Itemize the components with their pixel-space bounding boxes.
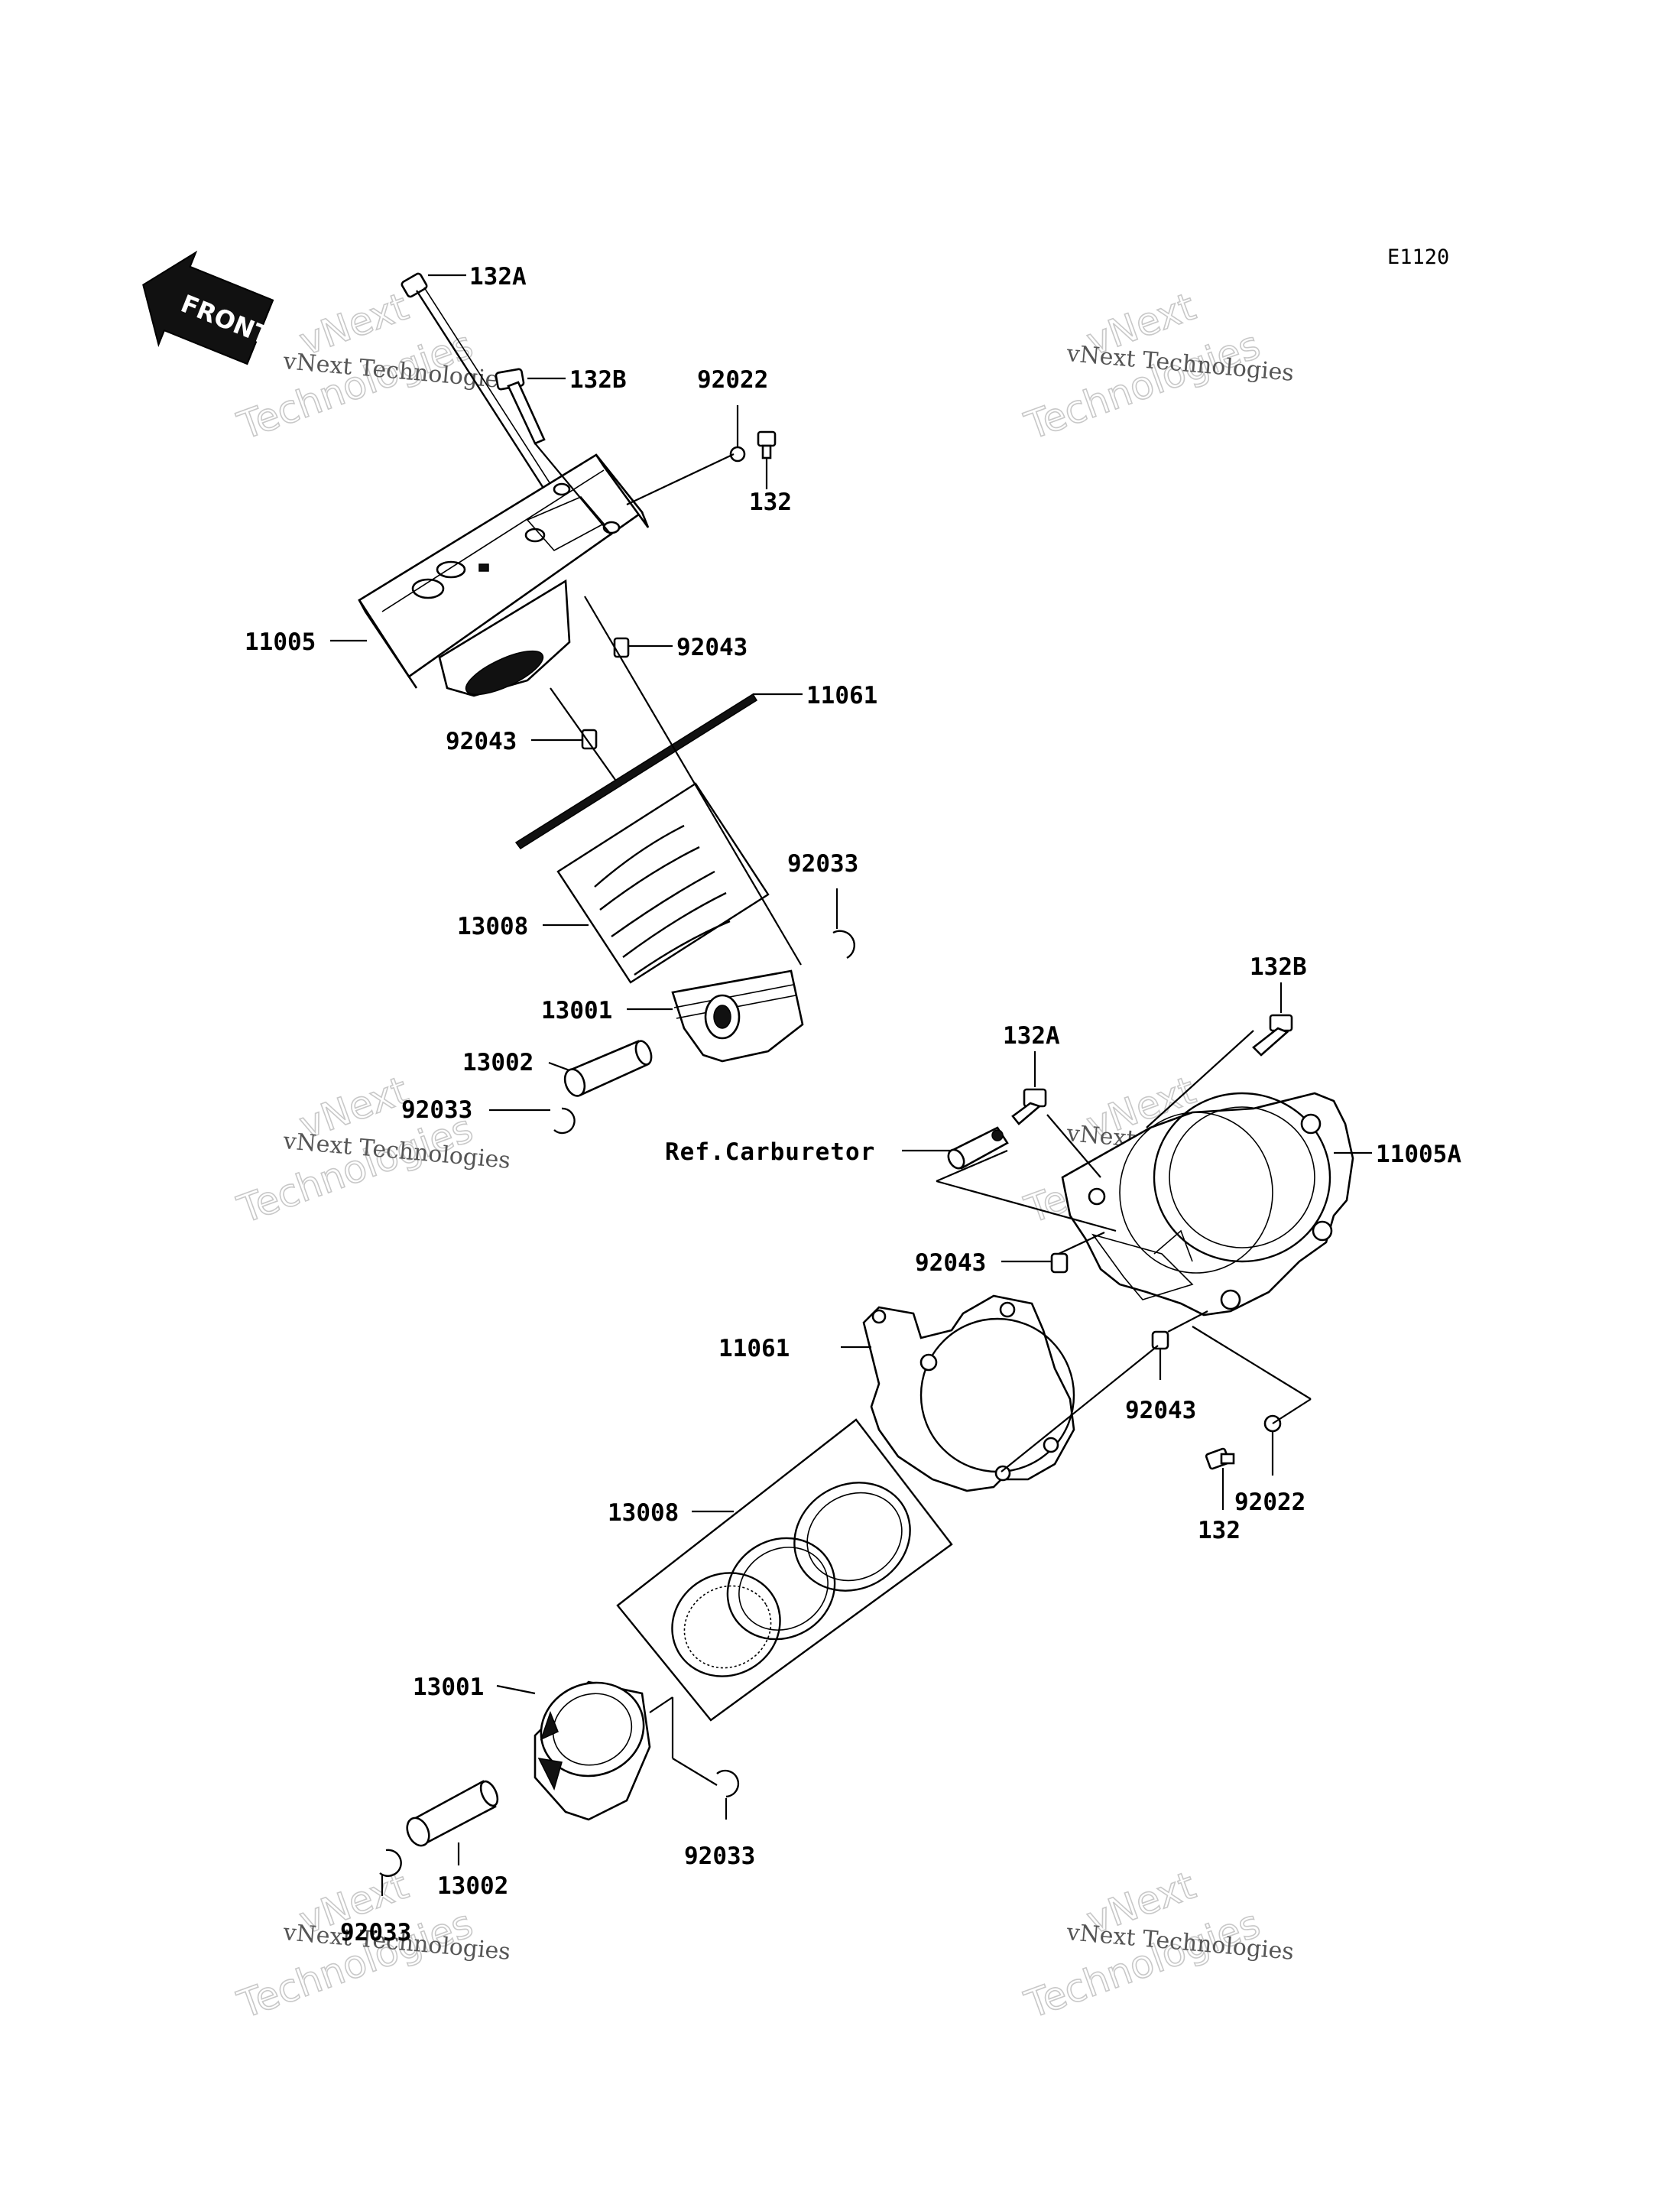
label-132a-top: 132A (469, 263, 527, 291)
cylinder-11005-icon (358, 453, 650, 697)
label-92022-top: 92022 (697, 366, 768, 394)
bolt-132-bottom-icon (1205, 1447, 1235, 1470)
label-132b-bottom: 132B (1250, 953, 1307, 981)
gasket-11061-bottom-icon (862, 1294, 1075, 1492)
circlip-92033-top-left-icon (553, 1107, 576, 1135)
label-92033-bottom-right: 92033 (684, 1842, 755, 1870)
label-92043-bottom-left: 92043 (915, 1249, 986, 1277)
leader-lines-top (330, 274, 838, 1112)
piston-13001-top-icon (671, 969, 804, 1063)
dowel-92043-bottom-right-icon (1151, 1330, 1169, 1350)
label-13001-top: 13001 (541, 997, 612, 1024)
pin-13002-bottom-icon (406, 1780, 499, 1847)
pin-13002-top-icon (563, 1040, 653, 1097)
label-92033-bottom-left: 92033 (340, 1919, 411, 1946)
label-132-top: 132 (749, 489, 792, 516)
circlip-92033-bottom-left-icon (379, 1849, 402, 1877)
watermark-top-left: vNext Technologies vNext Technologies (232, 284, 512, 449)
rings-13008-top-icon (556, 782, 770, 984)
cylinder-11005a-icon (1061, 1092, 1354, 1317)
bolt-132a-top-icon (401, 272, 553, 490)
bolt-132b-top-icon (495, 368, 546, 445)
bolt-132a-bottom-icon (1011, 1088, 1047, 1125)
label-ref-carburetor: Ref.Carburetor (665, 1138, 875, 1166)
gasket-11061-top-icon (514, 693, 758, 850)
label-11061-bottom: 11061 (718, 1335, 790, 1362)
bolt-132-top-icon (757, 430, 777, 459)
leader-lines-bottom (381, 982, 1372, 1896)
label-13008-bottom: 13008 (608, 1499, 679, 1527)
label-11061-top: 11061 (806, 682, 877, 709)
label-13002-top: 13002 (462, 1049, 534, 1076)
diagram-code: E1120 (1387, 245, 1449, 269)
label-92022-bottom: 92022 (1234, 1489, 1305, 1516)
piston-13001-bottom-icon (534, 1680, 651, 1821)
label-132-bottom: 132 (1198, 1517, 1241, 1544)
rings-13008-bottom-icon (616, 1418, 953, 1722)
label-13001-bottom: 13001 (413, 1674, 484, 1701)
bolt-132b-bottom-icon (1252, 1014, 1293, 1057)
label-11005: 11005 (245, 628, 316, 656)
dowel-92043-top-right-icon (613, 637, 630, 658)
label-92043-top-left: 92043 (446, 728, 517, 755)
label-92043-bottom-right: 92043 (1125, 1397, 1196, 1424)
label-132a-bottom: 132A (1003, 1022, 1060, 1050)
circlip-92033-bottom-right-icon (716, 1769, 740, 1798)
label-13002-bottom: 13002 (437, 1872, 508, 1900)
label-92033-top-right: 92033 (787, 850, 858, 878)
carburetor-stud-icon (947, 1126, 1009, 1170)
label-92043-top-right: 92043 (676, 634, 748, 661)
label-92033-top-left: 92033 (401, 1096, 472, 1124)
dowel-92043-top-left-icon (581, 729, 598, 750)
label-132b-top: 132B (569, 366, 627, 394)
dowel-92043-bottom-left-icon (1050, 1252, 1069, 1274)
circlip-92033-top-right-icon (832, 930, 855, 959)
watermark-top-right: vNext Technologies vNext Technologies (1019, 284, 1296, 449)
watermark-mid-left: vNext Technologies vNext Technologies (232, 1067, 512, 1232)
label-13008-top: 13008 (457, 913, 528, 940)
front-arrow-icon: FRONT (142, 250, 274, 365)
watermark-bottom-right: vNext Technologies vNext Technologies (1019, 1862, 1296, 2028)
label-11005a: 11005A (1376, 1141, 1461, 1168)
